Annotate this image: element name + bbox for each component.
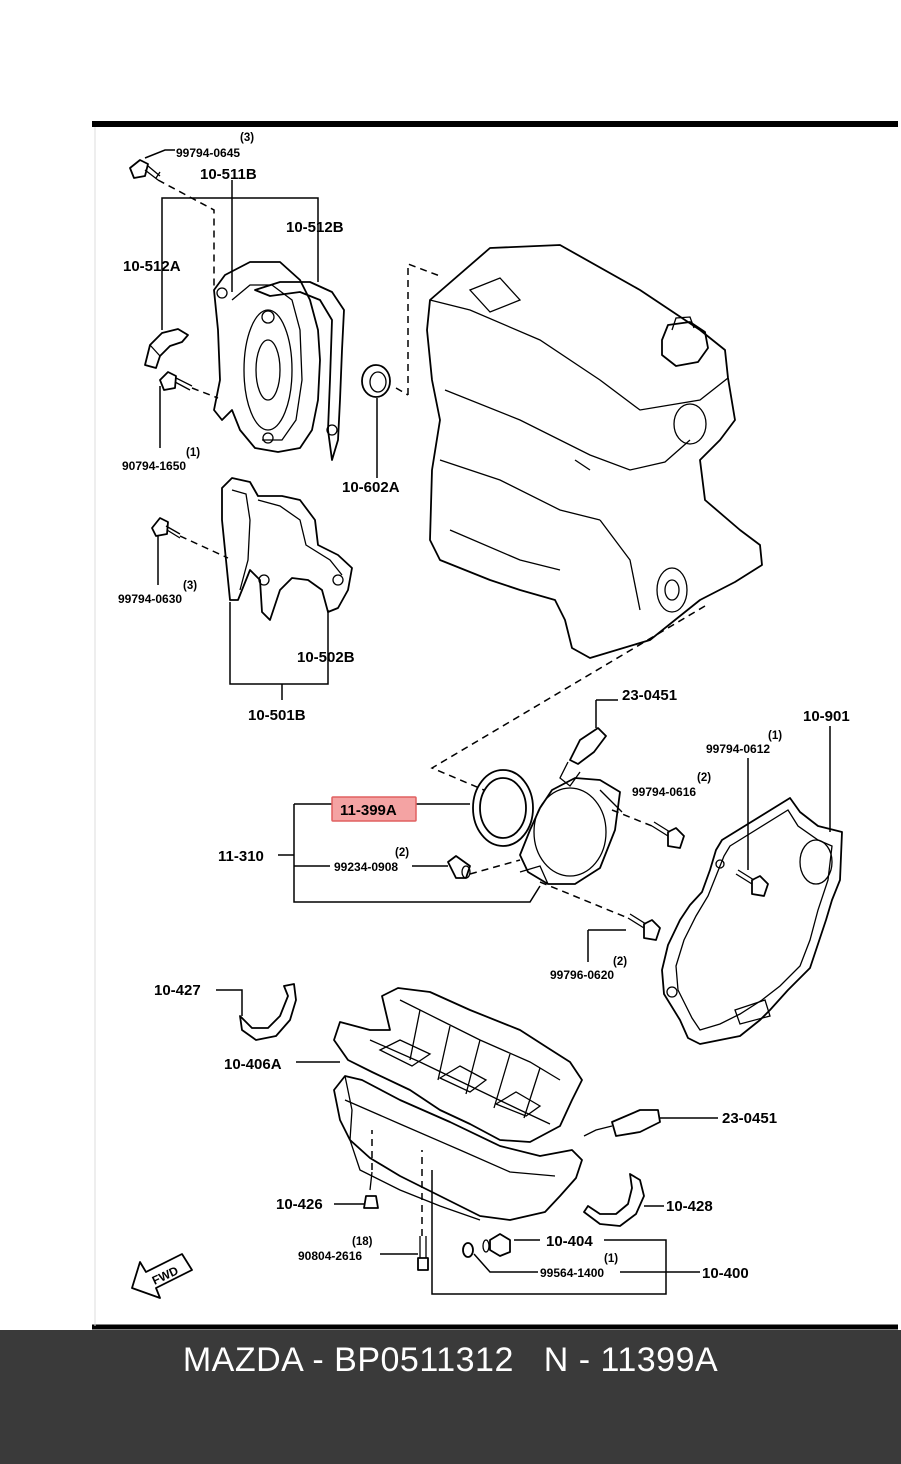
label-10-428: 10-428 [666,1198,713,1215]
leader-bolt-0645 [157,179,215,290]
bolt-10-426 [363,1171,379,1209]
footer-bar [0,1330,901,1464]
bracket-10-501B [229,602,329,685]
bracket-11-310 [293,804,541,903]
label-10-406A: 10-406A [224,1056,282,1073]
bracket-10-400 [431,1170,667,1295]
qty-99234-0908: (2) [395,847,409,859]
leader-bolt-0616 [611,809,653,827]
label-99234-0908: 99234-0908 [334,860,398,874]
qty-99794-0630: (3) [183,580,197,592]
qty-99794-0616: (2) [697,772,711,784]
label-10-501B: 10-501B [248,707,306,724]
label-99564-1400: 99564-1400 [540,1266,604,1280]
leader-bolt-1650 [191,387,219,399]
leader-engine-rear-seal [430,605,706,791]
label-10-511B: 10-511B [200,166,257,183]
bolt-99794-0630 [151,517,181,539]
leader-bolt-0620 [539,881,629,919]
label-11-399A: 11-399A [340,802,397,819]
leader-bolt-0630 [179,535,229,559]
leader-99794-0645 [144,149,175,159]
engine-block [426,244,763,659]
dowel-99234-0908 [447,855,471,879]
footer-part-number: MAZDA - BP0511312 N - 11399A [182,1341,719,1379]
qty-99794-0612: (1) [768,730,782,742]
label-23-0451-lower: 23-0451 [722,1110,777,1127]
bearing-10-427 [239,983,297,1041]
label-10-901: 10-901 [803,708,850,725]
leader-99564-1400 [473,1253,538,1273]
label-99794-0645: 99794-0645 [176,146,240,160]
timing-cover-lower [221,477,353,621]
label-99794-0612: 99794-0612 [706,742,770,756]
leader-engine-seal [407,262,441,395]
bolt-99794-0616 [651,821,685,849]
bearing-10-428 [583,1173,645,1227]
label-99794-0616: 99794-0616 [632,785,696,799]
parts-diagram: FWD (3) 99794-0645 10-511B 10-512B 10-51… [92,121,898,1330]
sensor-23-0451-lower [583,1109,661,1137]
leader-engine-seal-2 [395,387,409,396]
label-23-0451-upper: 23-0451 [622,687,677,704]
label-10-512A: 10-512A [123,258,181,275]
label-10-400: 10-400 [702,1265,749,1282]
seal-housing [519,777,623,885]
qty-99794-0645: (3) [240,132,254,144]
label-90804-2616: 90804-2616 [298,1249,362,1263]
bolt-99796-0620 [627,913,661,941]
bolt-90794-1650 [159,371,193,391]
bolt-90804-2616 [417,1236,429,1271]
label-10-512B: 10-512B [286,219,344,236]
label-99794-0630: 99794-0630 [118,592,182,606]
drain-plug-10-404 [482,1233,511,1257]
qty-99796-0620: (2) [613,956,627,968]
label-11-310: 11-310 [218,848,264,865]
timing-cover-upper [213,261,345,461]
leader-dowel [469,859,521,875]
qty-90804-2616: (18) [352,1236,373,1248]
qty-90794-1650: (1) [186,447,200,459]
main-bearing-support-10-406A [333,987,583,1143]
highlight-11-399A [331,796,417,822]
label-10-404: 10-404 [546,1233,593,1250]
oil-pan [333,1075,583,1221]
label-10-427: 10-427 [154,982,201,999]
end-plate-10-901 [661,797,843,1045]
bearing-10-512A [144,328,189,369]
leader-10-427 [216,989,243,1016]
qty-99564-1400: (1) [604,1253,618,1265]
label-10-602A: 10-602A [342,479,400,496]
rear-oil-seal-11-399A [472,769,534,847]
fwd-arrow-icon: FWD [131,1253,193,1299]
bracket-10-512 [161,197,319,330]
sensor-23-0451-upper [559,727,607,787]
bolt-99794-0645 [129,159,161,181]
label-10-502B: 10-502B [297,649,355,666]
label-10-426: 10-426 [276,1196,323,1213]
washer-99564-1400 [462,1242,474,1258]
label-90794-1650: 90794-1650 [122,459,186,473]
seal-10-602A [361,364,391,398]
label-99796-0620: 99796-0620 [550,968,614,982]
bolt-99794-0612 [735,869,769,897]
